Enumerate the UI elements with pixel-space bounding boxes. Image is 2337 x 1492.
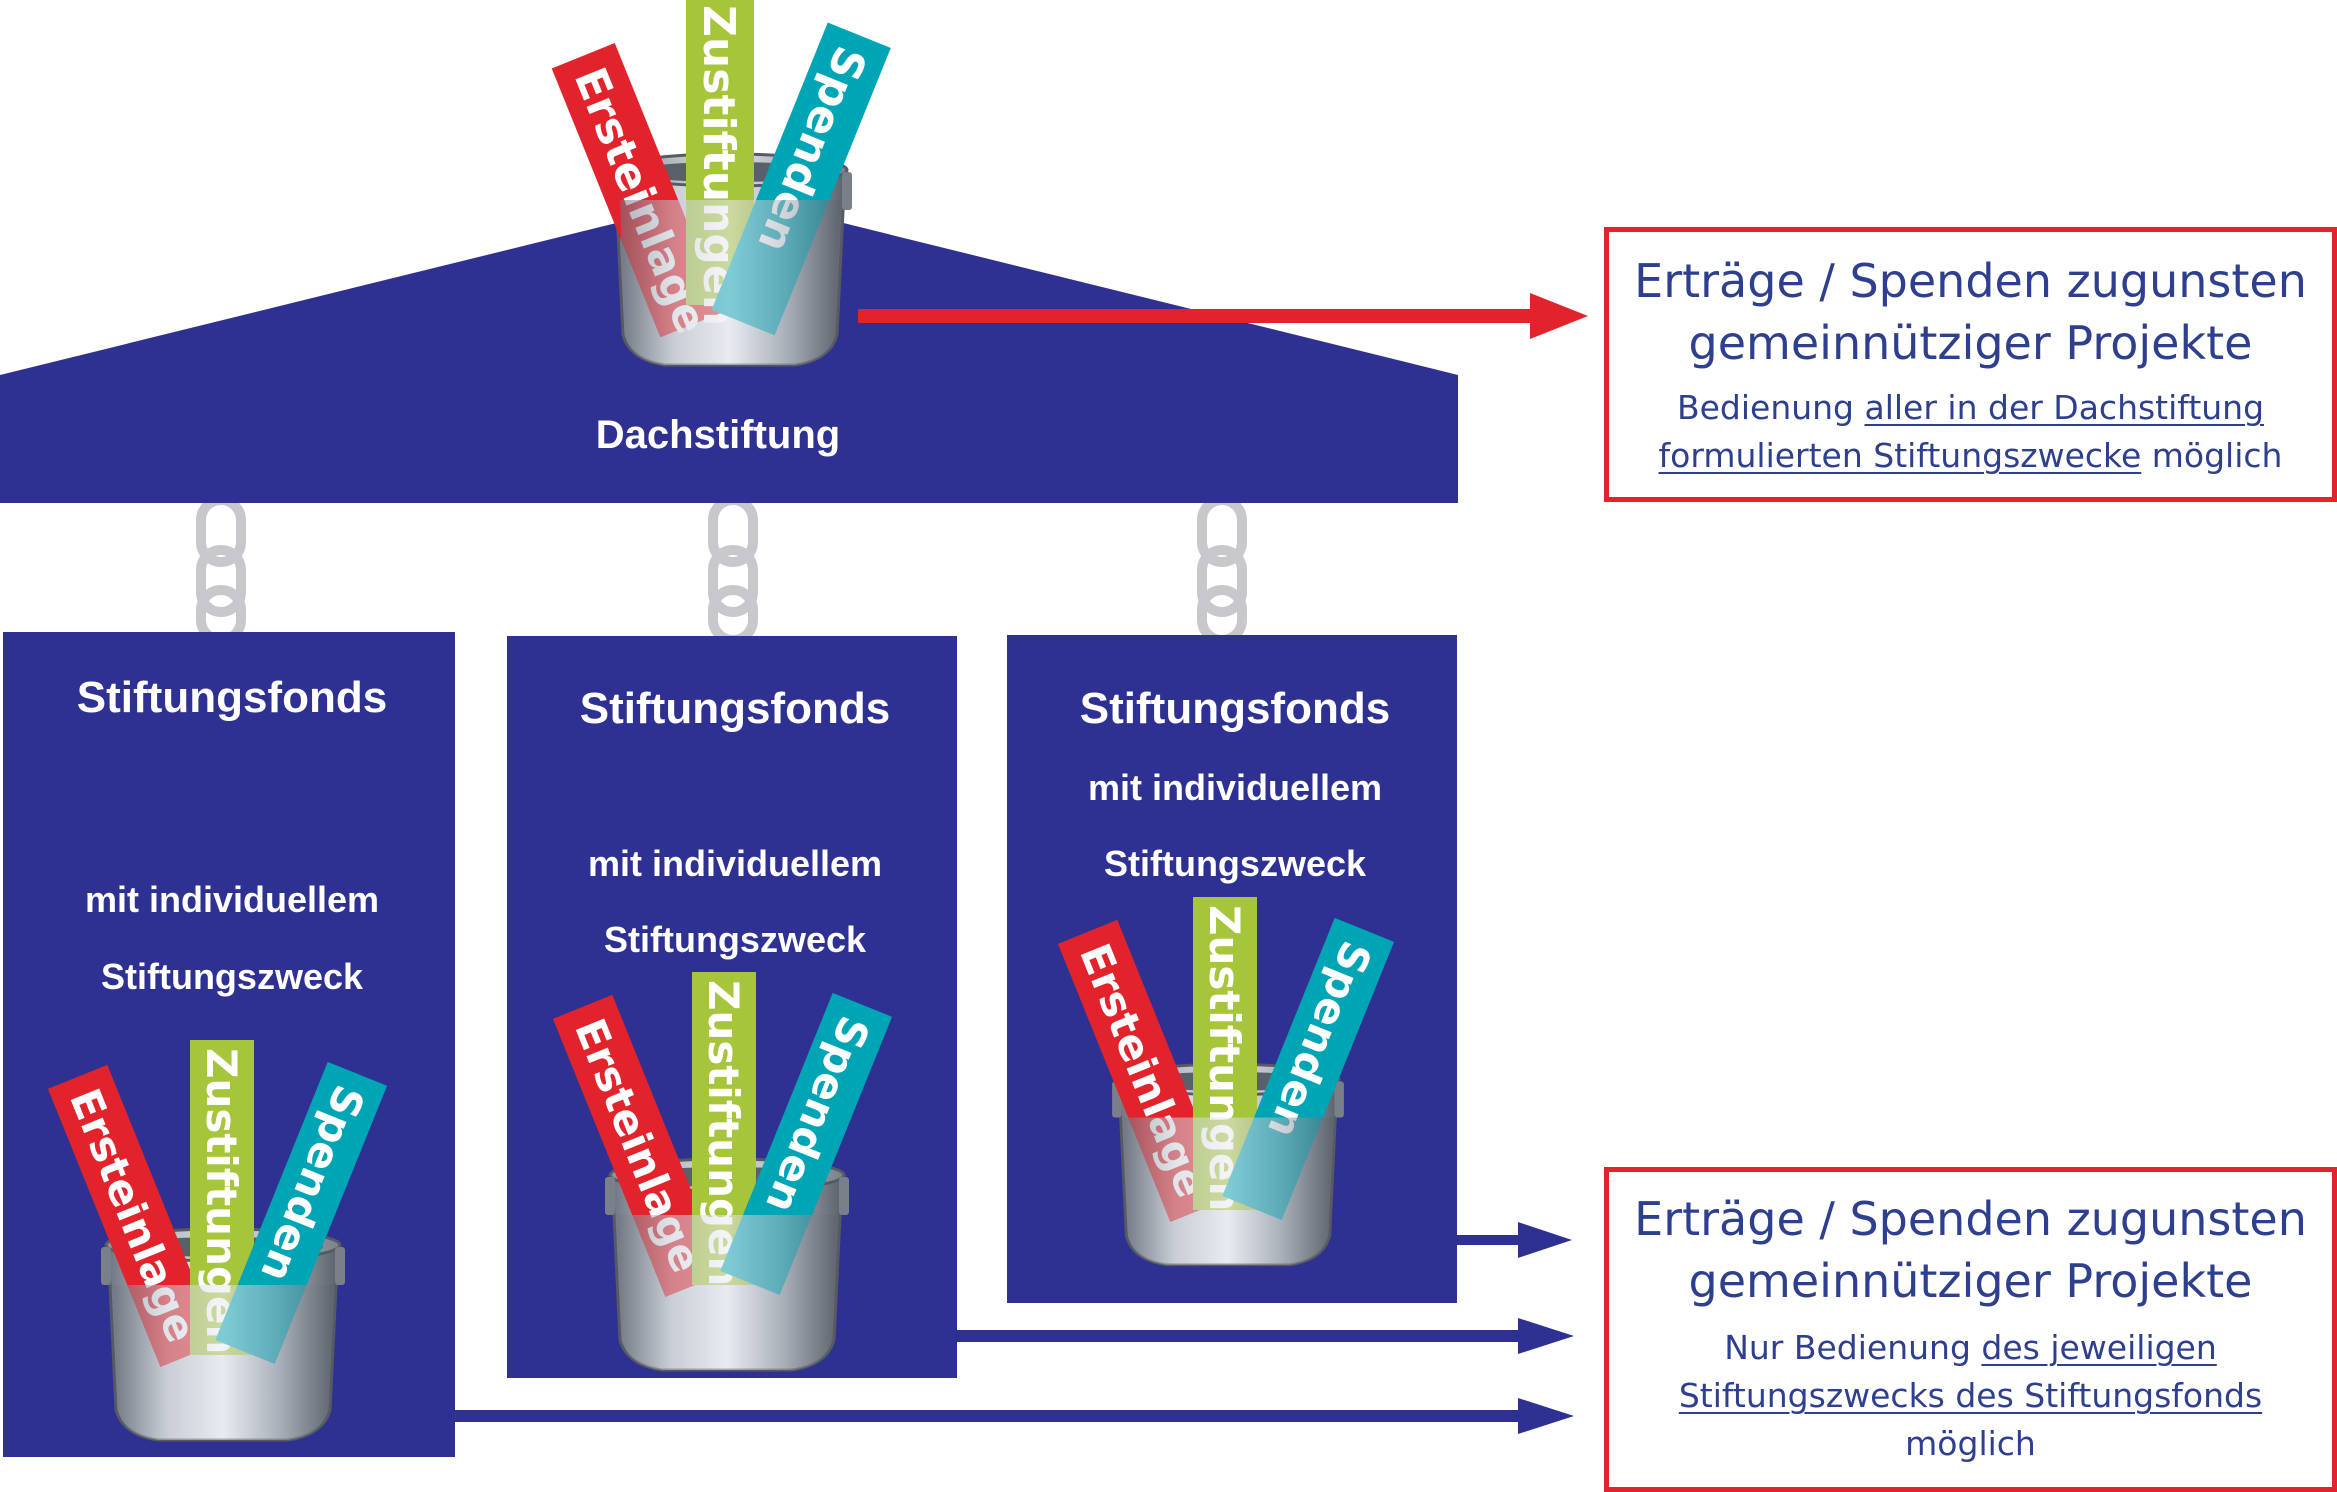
info-top-title-1: Erträge / Spenden zugunsten (1634, 254, 2307, 308)
fund-1-line2: Stiftungszweck (101, 956, 364, 997)
info-bottom-sub-link: des jeweiligen Stiftungszwecks des Stift… (1678, 1328, 2263, 1415)
info-top-subtitle: Bedienung aller in der Dachstiftung form… (1609, 384, 2332, 480)
arrow-fund-3 (1457, 1222, 1572, 1258)
chain-middle (708, 495, 758, 645)
info-box-bottom: Erträge / Spenden zugunsten gemeinnützig… (1604, 1167, 2337, 1492)
info-top-sub-pre: Bedienung (1676, 388, 1865, 427)
fund-1-line1: mit individuellem (85, 879, 379, 920)
info-top-sub-link: aller in der Dachstiftung formulierten S… (1658, 388, 2265, 475)
info-bottom-title-2: gemeinnütziger Projekte (1688, 1254, 2253, 1308)
info-bottom-title-1: Erträge / Spenden zugunsten (1634, 1192, 2307, 1246)
fund-3-line1: mit individuellem (1088, 767, 1382, 808)
fund-2-line2: Stiftungszweck (604, 919, 867, 960)
arrow-fund-1 (455, 1398, 1574, 1434)
fund-3-line2: Stiftungszweck (1104, 843, 1367, 884)
info-top-title-2: gemeinnütziger Projekte (1688, 316, 2253, 370)
fund-2-title: Stiftungsfonds (580, 684, 890, 733)
roof-label: Dachstiftung (596, 413, 840, 457)
info-bottom-sub-pre: Nur Bedienung (1724, 1328, 1982, 1367)
chain-left (196, 495, 246, 645)
arrow-roof-to-box (858, 293, 1588, 339)
info-top-sub-post: möglich (2141, 436, 2283, 475)
info-bottom-subtitle: Nur Bedienung des jeweiligen Stiftungszw… (1609, 1324, 2332, 1468)
info-box-top: Erträge / Spenden zugunsten gemeinnützig… (1604, 227, 2337, 502)
fund-1-title: Stiftungsfonds (77, 673, 387, 722)
chain-right (1197, 495, 1247, 645)
fund-3-title: Stiftungsfonds (1080, 684, 1390, 733)
fund-2-line1: mit individuellem (588, 843, 882, 884)
info-bottom-sub-post: möglich (1905, 1424, 2036, 1463)
arrow-fund-2 (957, 1318, 1574, 1354)
